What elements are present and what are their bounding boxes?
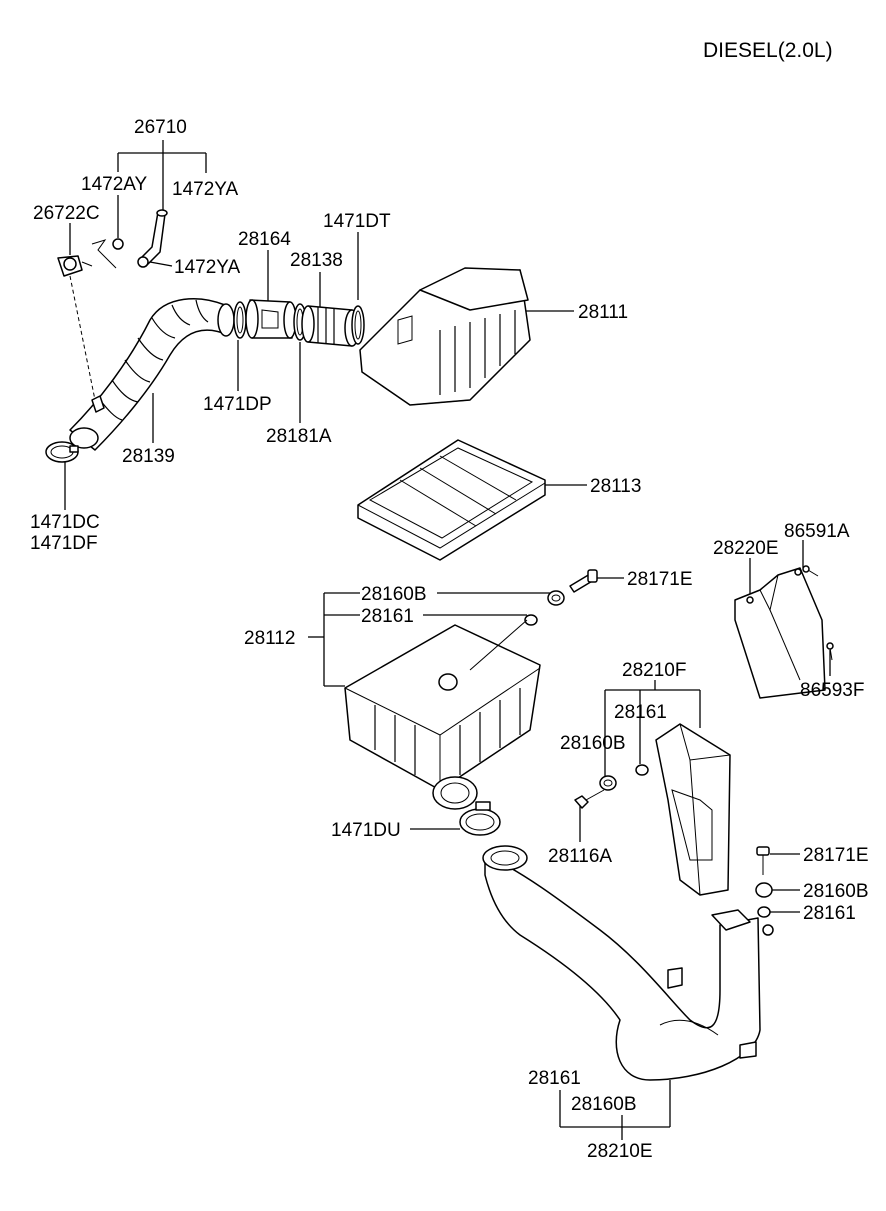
label-26722c: 26722C [33,203,100,224]
label-28210e: 28210E [587,1141,653,1162]
label-28171e-right: 28171E [803,845,869,866]
label-1471dt: 1471DT [323,211,391,232]
label-86591a: 86591A [784,521,850,542]
label-28139: 28139 [122,446,175,467]
hose-clamp-1471dt [351,305,365,345]
label-28111: 28111 [578,302,628,323]
lower-intake-duct [482,845,774,1081]
sensor-26722c [57,255,96,401]
hose-clamp-1471dc [45,441,79,463]
label-28164: 28164 [238,229,291,250]
label-26710: 26710 [134,117,187,138]
resonator-duct [655,723,731,896]
hose-clamp-1471du [459,801,501,836]
label-28112: 28112 [244,628,295,649]
air-flow-sensor [245,299,297,339]
leader-lines [64,140,831,1140]
label-28161-top: 28161 [361,606,414,627]
duct-cover-28220e [734,567,826,699]
label-28160b-middle: 28160B [560,733,626,754]
label-28181a: 28181A [266,426,332,447]
label-1472ya-top: 1472YA [172,179,239,200]
grommet-28160b-right [755,882,773,898]
screw-86591a [802,565,819,577]
label-28160b-bottom: 28160B [571,1094,637,1115]
label-28171e-top: 28171E [627,569,693,590]
bolt-28116a [574,789,605,809]
bolt-28171e-right [756,846,770,875]
collar-28161-middle [635,764,649,776]
label-28160b-top: 28160B [361,584,427,605]
engine-variant-title: DIESEL(2.0L) [703,39,833,62]
part-labels: 26710 1472AY 1472YA 26722C 1472YA 28164 … [30,117,869,1162]
label-28138: 28138 [290,250,343,271]
label-28113: 28113 [590,476,641,497]
collar-28161-top [524,614,538,626]
label-1471dc: 1471DC [30,512,100,533]
air-cleaner-body [344,619,541,810]
grommet-28160b-top [547,590,565,606]
hose-clamp-1471dp [233,301,247,339]
label-28161-middle: 28161 [614,702,667,723]
breather-hose [91,209,168,269]
label-28161-right: 28161 [803,903,856,924]
label-28210f: 28210F [622,660,686,681]
label-28161-bottom: 28161 [528,1068,581,1089]
collar-28161-right [757,906,771,918]
air-cleaner-cover [359,267,531,406]
air-filter-element [357,439,546,561]
label-1472ay: 1472AY [81,174,148,195]
label-28220e: 28220E [713,538,779,559]
intake-hose [69,298,235,451]
label-1471dp: 1471DP [203,394,272,415]
label-1471du: 1471DU [331,820,401,841]
label-1472ya-lower: 1472YA [174,257,241,278]
label-28116a: 28116A [548,846,612,867]
intake-duct-28138 [301,305,360,347]
label-28160b-right: 28160B [803,881,869,902]
grommet-28160b-middle [599,775,617,791]
label-86593f: 86593F [800,680,864,701]
label-1471df: 1471DF [30,533,98,554]
screw-86593f [826,642,834,661]
bolt-28171e-top [569,569,598,593]
